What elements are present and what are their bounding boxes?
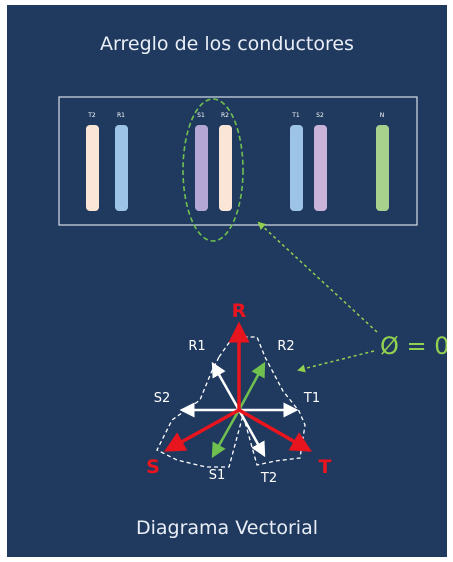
- vector-label-r2: R2: [277, 339, 294, 354]
- conductor-n: [376, 125, 389, 211]
- conductor-label-r1: R1: [117, 112, 125, 119]
- phase-label-r: R: [232, 300, 247, 322]
- vector-label-s1: S1: [209, 468, 226, 483]
- conductor-r1: [115, 125, 128, 211]
- conductor-t1: [290, 125, 303, 211]
- diagram-title-top: Arreglo de los conductores: [100, 33, 354, 55]
- diagram-canvas: T2 R1 S1 R2 T1 S2 N R S T R1 R2 S2: [58, 96, 447, 486]
- vector-label-r1: R1: [188, 339, 205, 354]
- conductor-label-r2: R2: [221, 112, 229, 119]
- phi-annotation: Ø = 0: [380, 332, 447, 360]
- phase-label-s: S: [146, 456, 160, 478]
- conductor-t2: [86, 125, 99, 211]
- vector-r2: [237, 361, 266, 411]
- vector-label-t2: T2: [260, 471, 277, 486]
- conductor-r2: [219, 125, 232, 211]
- grouping-ellipse: [182, 98, 244, 242]
- vector-label-s2: S2: [154, 391, 171, 406]
- phase-label-t: T: [319, 456, 332, 478]
- vector-r1: [211, 361, 241, 411]
- vector-s1: [211, 409, 241, 459]
- vector-envelope: [156, 336, 306, 468]
- conductor-label-t2: T2: [87, 112, 96, 119]
- conductor-label-s2: S2: [316, 112, 324, 119]
- phase-vector-s: [163, 408, 240, 452]
- conductor-label-n: N: [380, 112, 385, 119]
- conductor-label-t1: T1: [291, 112, 300, 119]
- conductor-arrangement-box: [58, 96, 418, 226]
- phase-vector-t: [238, 408, 313, 452]
- pointer-to-ellipse: [257, 221, 378, 333]
- diagram-title-bottom: Diagrama Vectorial: [135, 517, 318, 539]
- slide-background: Arreglo de los conductores T2 R1: [7, 5, 447, 557]
- conductor-label-s1: S1: [197, 112, 205, 119]
- vector-label-t1: T1: [303, 391, 320, 406]
- pointer-to-vector: [297, 350, 375, 373]
- conductor-s2: [314, 125, 327, 211]
- vector-t2: [237, 409, 266, 458]
- conductor-s1: [195, 125, 208, 211]
